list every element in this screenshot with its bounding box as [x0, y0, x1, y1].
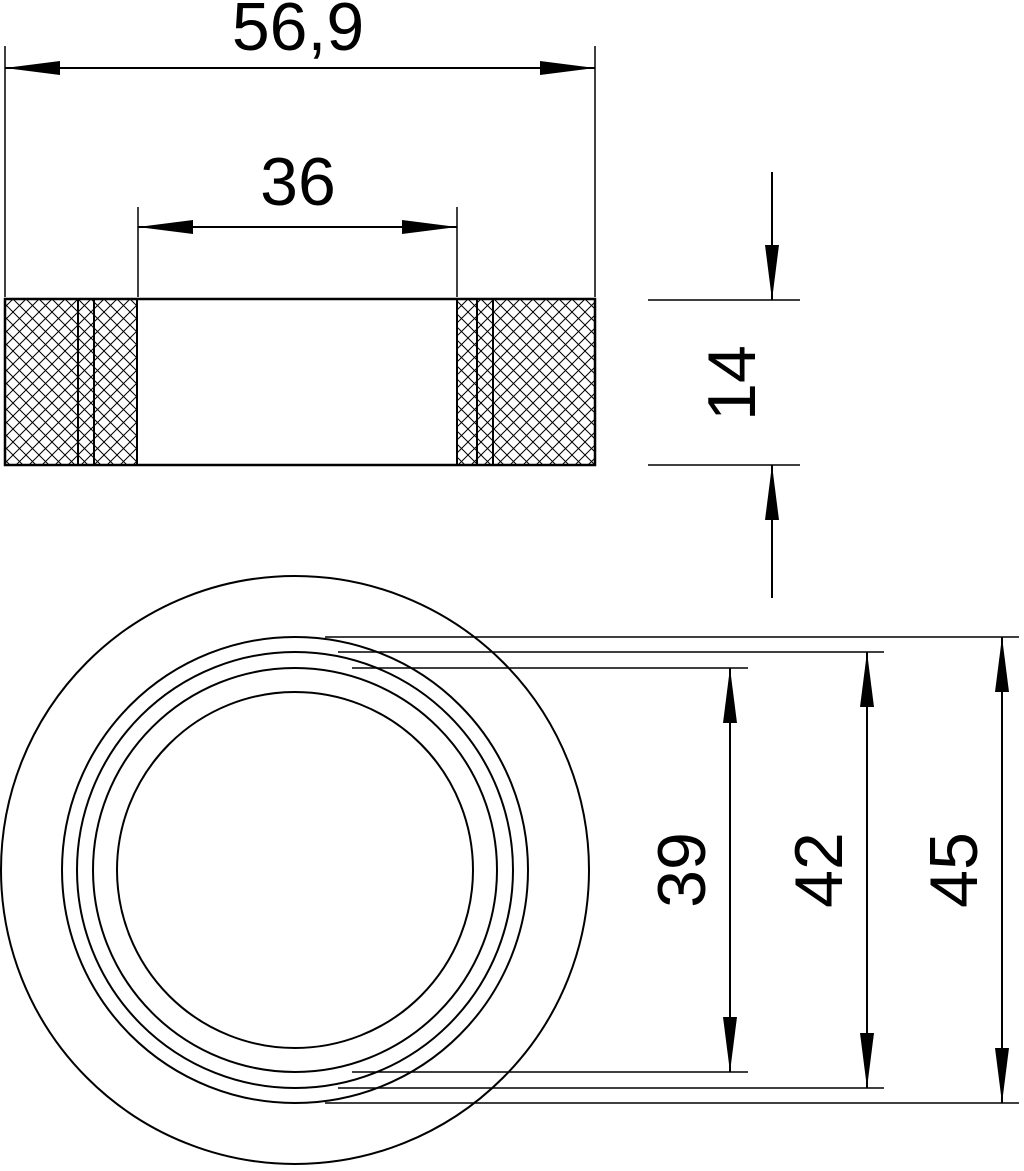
- dimension-inner-width: 36: [137, 144, 458, 297]
- dimension-diameter-45: 45: [325, 636, 1019, 1104]
- side-view: [3, 297, 597, 467]
- circle-bore: [116, 691, 474, 1049]
- dimension-overall-width: 56,9: [4, 0, 596, 297]
- knurl-edge-lines: [77, 299, 494, 465]
- circle-outer: [0, 575, 590, 1165]
- circle-d45: [61, 636, 529, 1104]
- dimension-label-height: 14: [694, 345, 770, 421]
- knurl-hatch-left: [5, 299, 137, 465]
- dimension-diameter-39: 39: [352, 667, 748, 1073]
- circle-d39: [92, 667, 498, 1073]
- circle-d42: [76, 651, 514, 1089]
- dimension-label-overall-width: 56,9: [232, 0, 364, 65]
- dimension-label-inner-width: 36: [260, 144, 336, 220]
- dimension-height: 14: [648, 172, 800, 598]
- part-outline: [3, 297, 597, 467]
- dimension-label-diameter-39: 39: [644, 832, 720, 908]
- top-view: [0, 575, 590, 1165]
- dimension-label-diameter-45: 45: [916, 832, 992, 908]
- knurl-hatch-right: [457, 299, 595, 465]
- dimension-diameter-42: 42: [338, 651, 884, 1089]
- dimension-label-diameter-42: 42: [781, 832, 857, 908]
